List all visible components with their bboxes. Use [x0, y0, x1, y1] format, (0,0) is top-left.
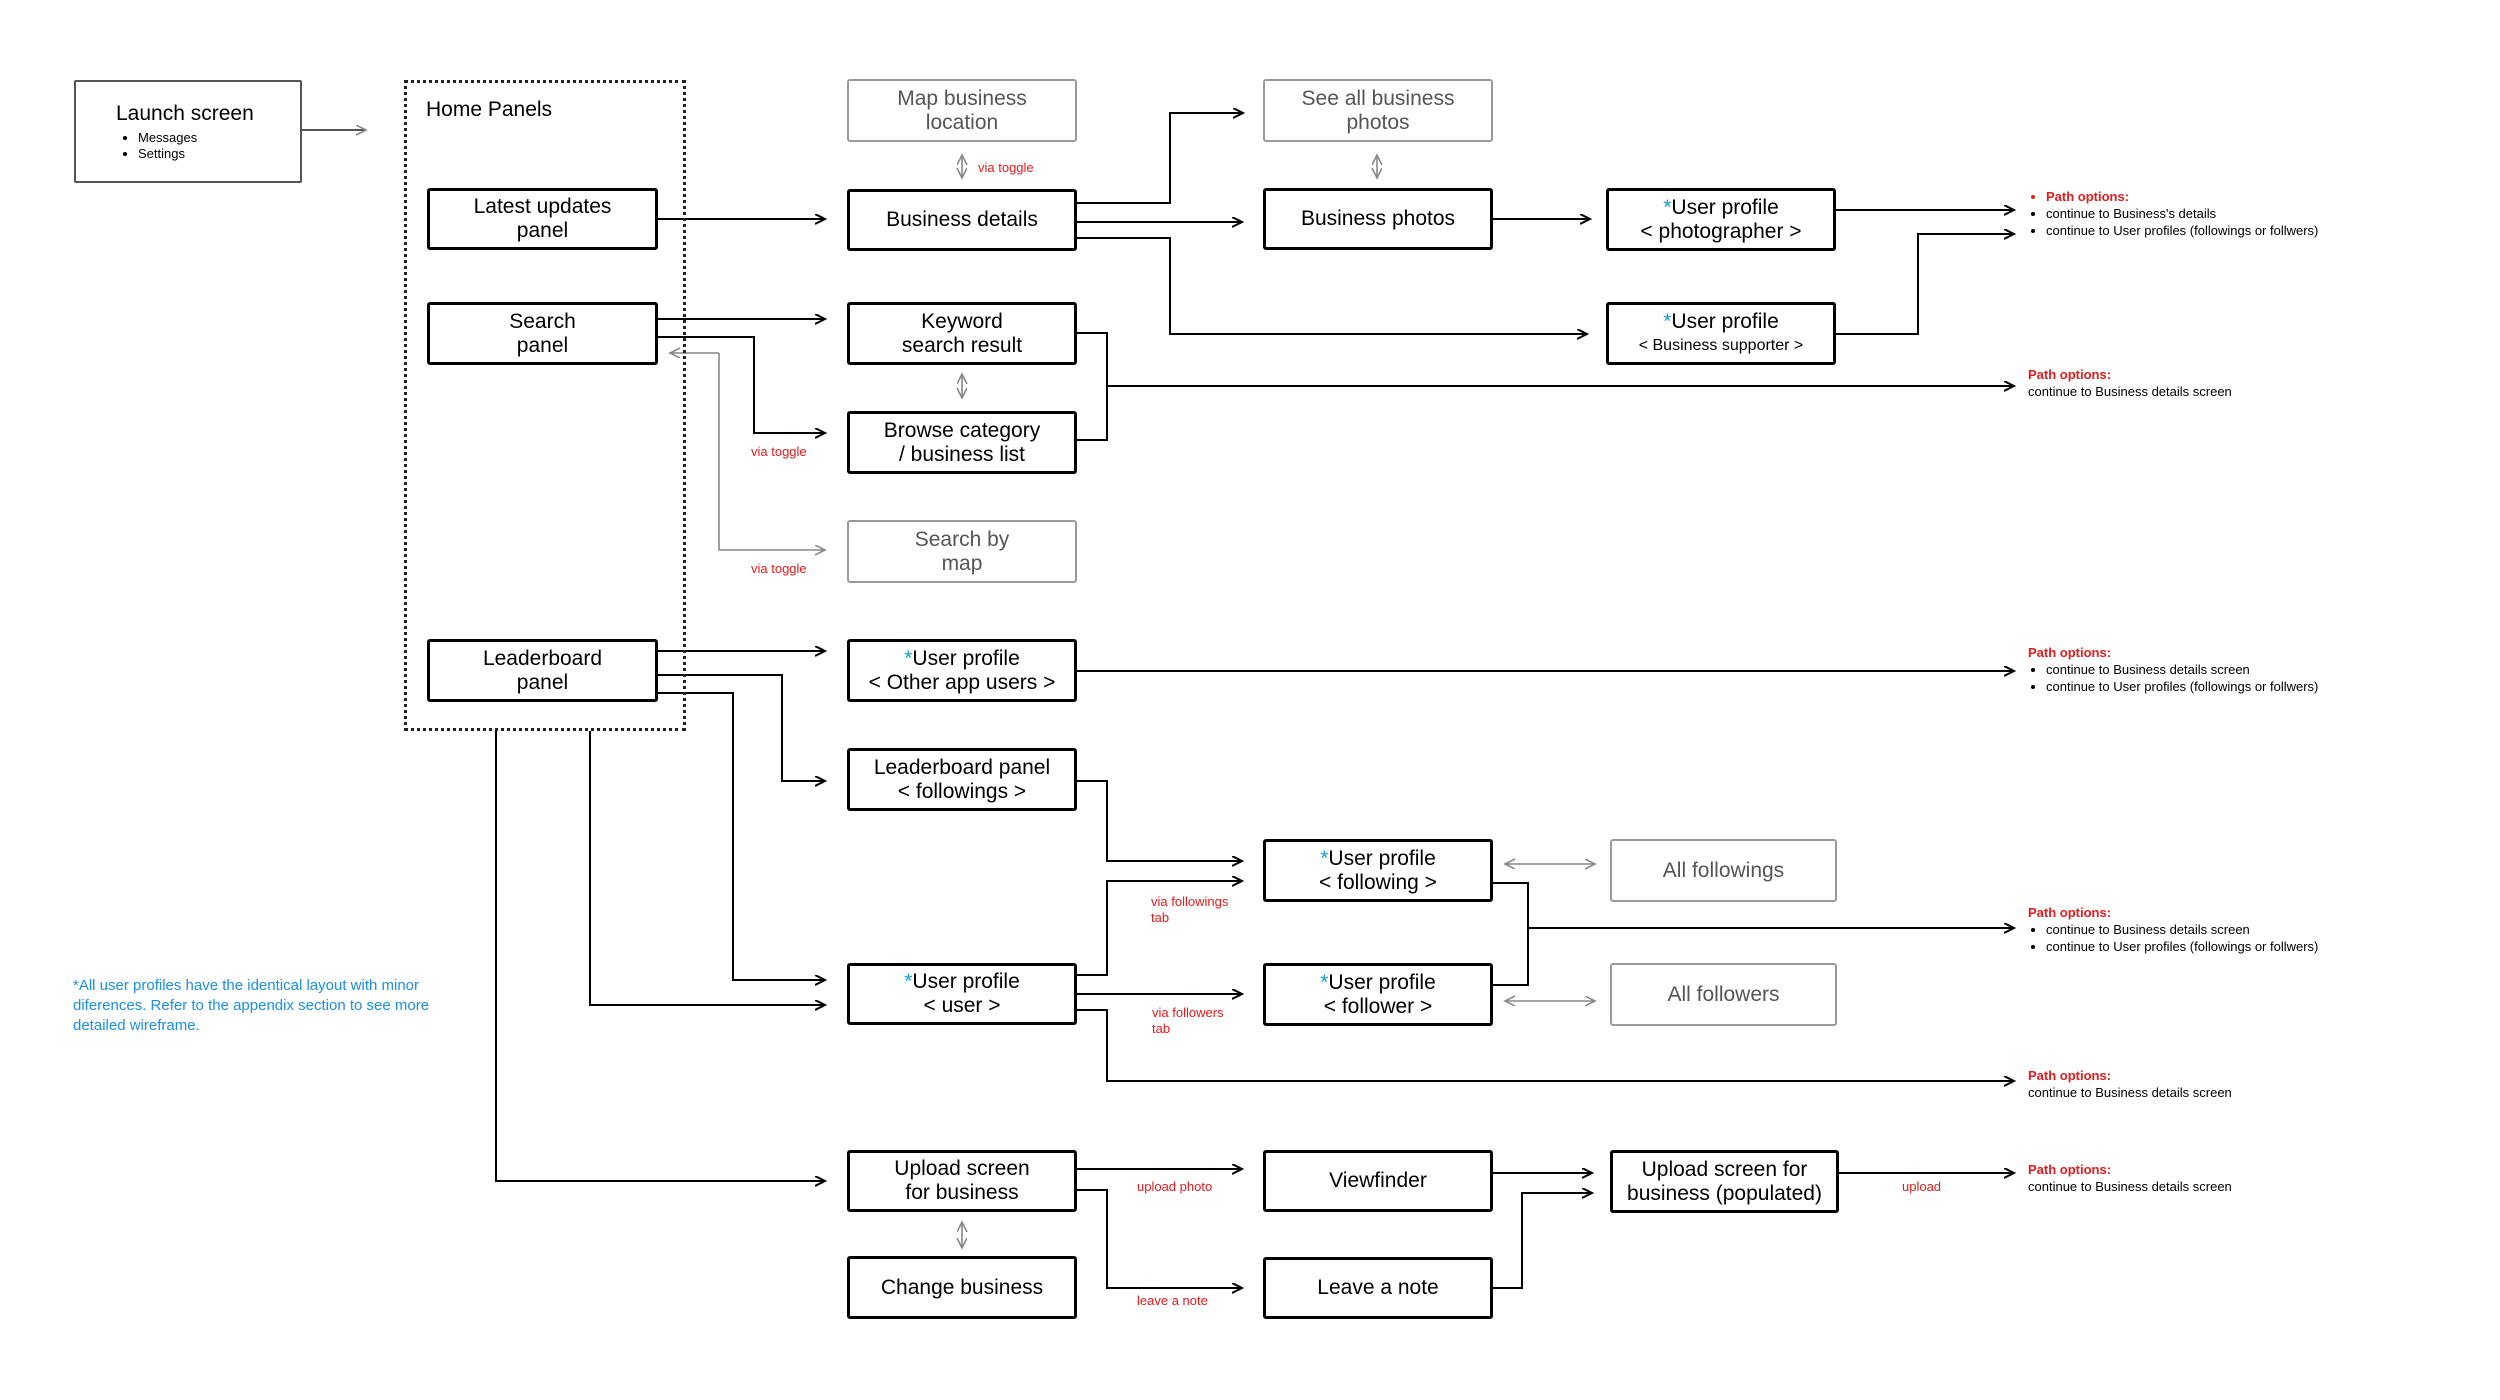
user-profile-other-users-node: *User profile < Other app users >	[847, 639, 1077, 702]
node-label: User profile	[912, 970, 1020, 993]
node-label: Latest updates panel	[473, 195, 612, 242]
path-options-note: Path options: continue to Business detai…	[2028, 1161, 2232, 1195]
node-label: Browse category / business list	[883, 418, 1041, 466]
path-options-heading: Path options:	[2028, 1162, 2112, 1177]
keyword-search-result-node: Keyword search result	[847, 302, 1077, 365]
path-options-note: Path options: continue to Business detai…	[2028, 366, 2232, 400]
node-label: Business photos	[1300, 207, 1456, 230]
node-sublabel: < Business supporter >	[1638, 336, 1804, 354]
profile-star: *	[1663, 195, 1672, 219]
user-profile-follower-node: *User profile < follower >	[1263, 963, 1493, 1026]
path-options-heading: Path options:	[2028, 367, 2112, 382]
path-option-item: continue to Business details screen	[2028, 1179, 2232, 1194]
edge-label-via-followings-tab: via followings tab	[1151, 894, 1229, 925]
browse-category-node: Browse category / business list	[847, 411, 1077, 474]
edge-label-via-toggle: via toggle	[751, 561, 807, 576]
node-label: Leave a note	[1317, 1276, 1439, 1299]
path-options-heading: Path options:	[2028, 1068, 2112, 1083]
node-label: Business details	[886, 208, 1038, 231]
profile-star: *	[1320, 846, 1329, 870]
node-label: Keyword search result	[901, 309, 1023, 357]
node-label: User profile	[1328, 846, 1436, 870]
path-options-note: Path options: continue to Business's det…	[2028, 188, 2318, 239]
user-profile-footnote: *All user profiles have the identical la…	[73, 977, 430, 1034]
edge-label-upload-photo: upload photo	[1137, 1179, 1213, 1194]
path-options-note: Path options: continue to Business detai…	[2028, 1067, 2232, 1101]
edge-label-via-toggle: via toggle	[978, 160, 1034, 175]
node-sublabel: < following >	[1319, 870, 1437, 894]
path-option-item: continue to Business details screen	[2028, 1085, 2232, 1100]
node-label: All followings	[1662, 858, 1785, 882]
user-profile-photographer-node: *User profile < photographer >	[1606, 188, 1836, 251]
home-panels-group	[404, 80, 686, 731]
edge-label-via-followers-tab: via followers tab	[1152, 1005, 1224, 1036]
node-sublabel: < follower >	[1323, 994, 1433, 1018]
path-options-heading: Path options:	[2028, 645, 2112, 660]
node-label: See all business photos	[1301, 86, 1455, 134]
node-label: Change business	[880, 1275, 1044, 1299]
path-option-item: continue to User profiles (followings or…	[2046, 938, 2318, 955]
user-profile-supporter-node: *User profile < Business supporter >	[1606, 302, 1836, 365]
node-label: Map business location	[897, 86, 1027, 134]
leave-note-node: Leave a note	[1263, 1257, 1493, 1319]
business-photos-node: Business photos	[1263, 188, 1493, 250]
node-label: User profile	[1671, 195, 1779, 219]
node-label: Viewfinder	[1329, 1169, 1427, 1192]
edge-label-via-toggle: via toggle	[751, 444, 807, 459]
leaderboard-panel-node: Leaderboard panel	[427, 639, 658, 702]
home-panels-title: Home Panels	[426, 98, 553, 121]
edge-label-leave-a-note: leave a note	[1137, 1293, 1208, 1308]
path-option-item: continue to Business details screen	[2028, 384, 2232, 399]
user-profile-user-node: *User profile < user >	[847, 963, 1077, 1025]
node-label: User profile	[1671, 309, 1779, 333]
node-label: Search panel	[509, 309, 576, 357]
node-sublabel: < Other app users >	[868, 670, 1056, 694]
path-option-item: continue to User profiles (followings or…	[2046, 222, 2318, 239]
launch-screen-items: Messages Settings	[116, 130, 197, 162]
node-sublabel: < user >	[923, 994, 1001, 1017]
node-label: User profile	[1328, 970, 1436, 994]
node-label: All followers	[1667, 982, 1780, 1006]
node-label: Search by map	[914, 527, 1010, 575]
path-options-heading: Path options:	[2028, 905, 2112, 920]
node-sublabel: < photographer >	[1640, 219, 1802, 243]
edge-label-upload: upload	[1902, 1179, 1942, 1194]
path-option-item: continue to Business details screen	[2046, 661, 2318, 678]
path-option-item: continue to Business details screen	[2046, 921, 2318, 938]
launch-item-messages: Messages	[138, 130, 197, 146]
path-options-heading: Path options:	[2046, 188, 2318, 205]
upload-screen-node: Upload screen for business	[847, 1150, 1077, 1212]
profile-star: *	[904, 970, 913, 993]
path-option-item: continue to User profiles (followings or…	[2046, 678, 2318, 695]
node-label: Leaderboard panel	[482, 646, 603, 694]
launch-screen-node: Launch screen Messages Settings	[74, 80, 302, 183]
search-panel-node: Search panel	[427, 302, 658, 365]
leaderboard-followings-node: Leaderboard panel < followings >	[847, 748, 1077, 811]
all-followers-node: All followers	[1610, 963, 1837, 1026]
upload-populated-node: Upload screen for business (populated)	[1610, 1150, 1839, 1213]
latest-updates-panel-node: Latest updates panel	[427, 188, 658, 250]
node-label: User profile	[912, 646, 1020, 670]
all-followings-node: All followings	[1610, 839, 1837, 902]
viewfinder-node: Viewfinder	[1263, 1150, 1493, 1212]
node-label: Upload screen for business	[894, 1157, 1030, 1204]
node-label: Upload screen for business (populated)	[1627, 1157, 1822, 1205]
profile-star: *	[1320, 970, 1329, 994]
node-label: Leaderboard panel < followings >	[873, 755, 1051, 803]
launch-item-settings: Settings	[138, 146, 197, 162]
profile-star: *	[904, 646, 913, 670]
search-by-map-node: Search by map	[847, 520, 1077, 583]
launch-screen-title: Launch screen	[116, 101, 254, 125]
change-business-node: Change business	[847, 1256, 1077, 1319]
map-business-location-node: Map business location	[847, 79, 1077, 142]
profile-star: *	[1663, 309, 1672, 333]
see-all-photos-node: See all business photos	[1263, 79, 1493, 142]
business-details-node: Business details	[847, 189, 1077, 251]
path-option-item: continue to Business's details	[2046, 205, 2318, 222]
path-options-note: Path options: continue to Business detai…	[2028, 644, 2318, 695]
user-profile-following-node: *User profile < following >	[1263, 839, 1493, 902]
path-options-note: Path options: continue to Business detai…	[2028, 904, 2318, 955]
